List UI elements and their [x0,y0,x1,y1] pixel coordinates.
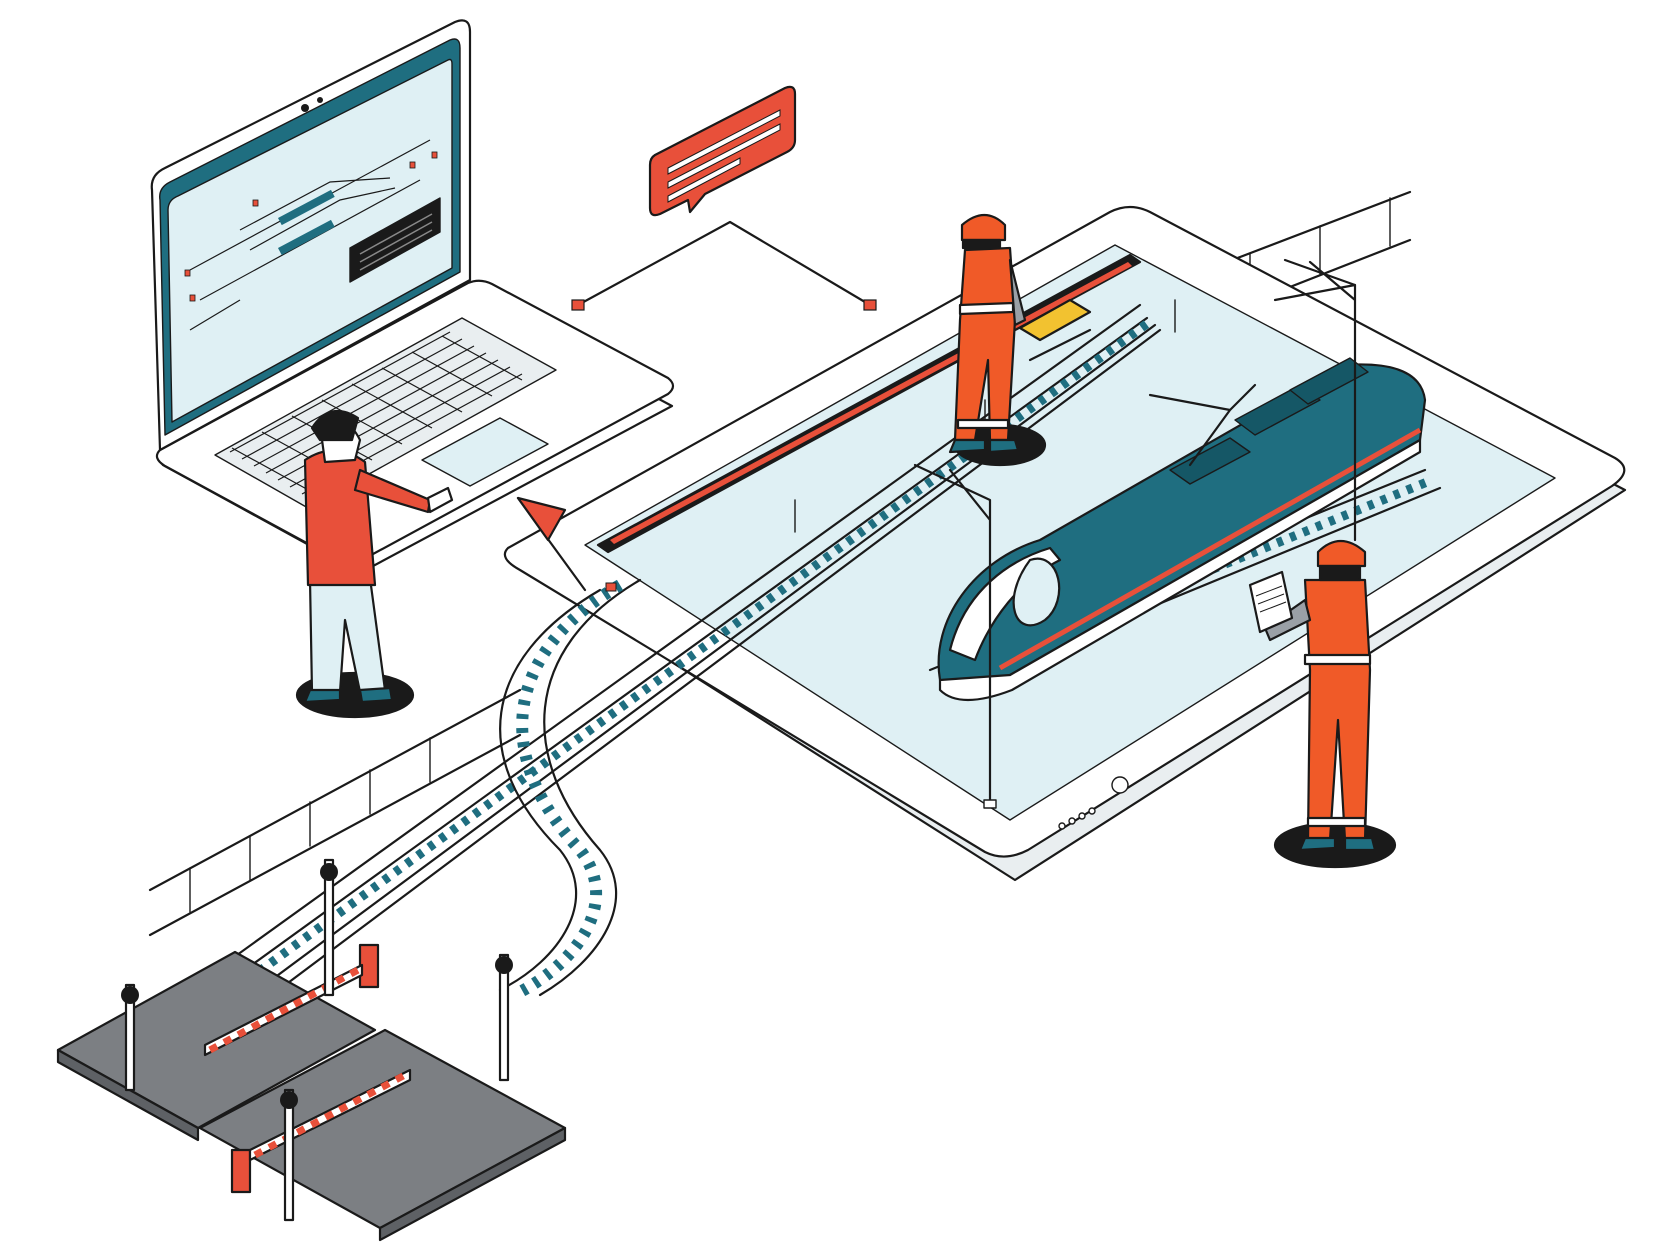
worker-icon [948,213,1047,467]
track-tool [1018,298,1092,362]
chat-bubble-icon [648,85,797,217]
background-wall-lines [148,190,1412,937]
curved-track [498,578,642,998]
signal-light-icon [121,858,513,1222]
level-crossing [56,858,567,1242]
catenary-poles [913,258,1357,809]
high-speed-train-icon [937,357,1427,701]
flag-icon [516,496,617,592]
laptop-icon [150,19,675,575]
engineer-icon [295,409,454,719]
worker-icon [1248,539,1397,869]
connector-line [571,220,877,311]
